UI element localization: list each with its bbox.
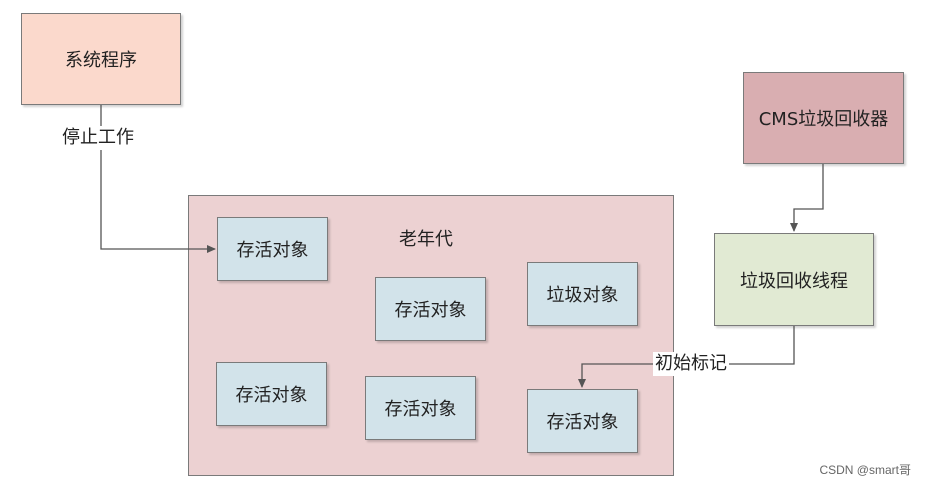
garbage-object: 垃圾对象	[527, 262, 638, 326]
object-label: 存活对象	[235, 385, 308, 406]
watermark-text: CSDN @smart哥	[819, 463, 911, 477]
object-label: 存活对象	[546, 412, 619, 433]
initial-mark-label: 初始标记	[653, 352, 729, 376]
system-program-label: 系统程序	[65, 50, 137, 71]
live-object-3: 存活对象	[216, 362, 327, 426]
live-object-1: 存活对象	[217, 217, 328, 281]
collector-to-thread-connector	[790, 164, 824, 232]
live-object-2: 存活对象	[375, 277, 486, 341]
object-label: 垃圾对象	[546, 285, 619, 306]
old-generation-title: 老年代	[399, 229, 453, 250]
system-program-node: 系统程序	[21, 13, 181, 105]
live-object-4: 存活对象	[365, 376, 476, 440]
object-label: 存活对象	[384, 399, 457, 420]
stop-work-label: 停止工作	[60, 126, 136, 150]
gc-thread-node: 垃圾回收线程	[714, 233, 874, 326]
cms-collector-label: CMS垃圾回收器	[758, 109, 889, 130]
gc-thread-label: 垃圾回收线程	[740, 270, 848, 292]
object-label: 存活对象	[394, 300, 467, 321]
cms-collector-node: CMS垃圾回收器	[743, 72, 904, 164]
object-label: 存活对象	[236, 240, 309, 261]
live-object-5: 存活对象	[527, 389, 638, 453]
